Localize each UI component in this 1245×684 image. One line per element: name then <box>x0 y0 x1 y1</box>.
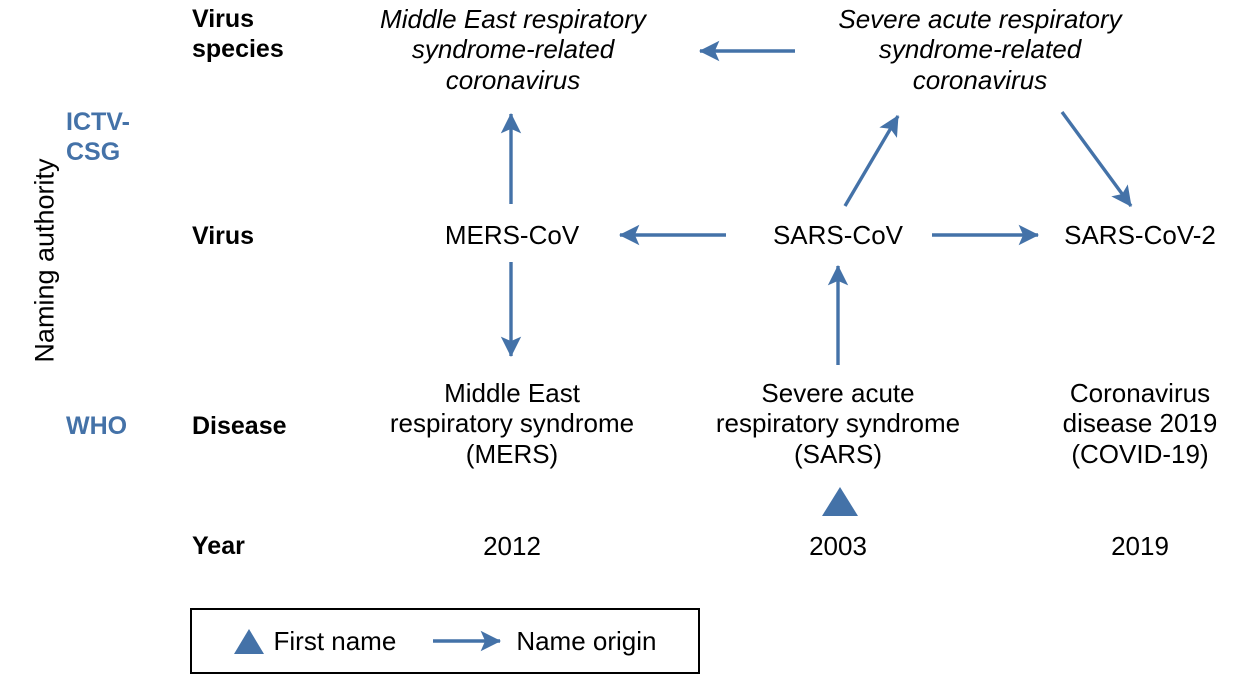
legend-item-name-origin: Name origin <box>430 626 656 657</box>
cell-virus-sars-cov-2: SARS-CoV-2 <box>1064 220 1216 250</box>
cell-virus-mers-cov: MERS-CoV <box>444 220 580 250</box>
cell-year-sars: 2003 <box>809 531 867 561</box>
row-label-disease: Disease <box>192 412 287 440</box>
row-label-virus-species: Virus species <box>192 5 284 63</box>
cell-species-mers: Middle East respiratory syndrome-related… <box>380 4 646 95</box>
authority-label-ictv-csg: ICTV- CSG <box>66 108 130 166</box>
legend: First name Name origin <box>190 608 700 674</box>
row-label-virus: Virus <box>192 222 255 250</box>
cell-disease-mers: Middle East respiratory syndrome (MERS) <box>389 378 635 469</box>
triangle-up-icon <box>233 628 264 654</box>
row-label-year: Year <box>192 532 245 560</box>
cell-year-covid19: 2019 <box>1111 531 1169 561</box>
legend-label-name-origin: Name origin <box>516 625 657 656</box>
cell-species-sars: Severe acute respiratory syndrome-relate… <box>838 4 1122 95</box>
legend-item-first-name: First name <box>233 625 397 657</box>
authority-label-who: WHO <box>66 412 128 440</box>
first-name-triangle-icon <box>822 487 858 516</box>
cell-year-mers: 2012 <box>483 531 541 561</box>
legend-label-first-name: First name <box>273 625 397 656</box>
cell-virus-sars-cov: SARS-CoV <box>772 220 904 250</box>
arrow-right-icon <box>433 630 502 652</box>
y-axis-label: Naming authority <box>29 158 60 363</box>
cell-disease-covid19: Coronavirus disease 2019 (COVID-19) <box>1062 378 1218 469</box>
cell-disease-sars: Severe acute respiratory syndrome (SARS) <box>715 378 961 469</box>
arrow-sars-species-to-sars-cov-2 <box>1060 110 1133 208</box>
arrow-sars-cov-to-sars-species <box>843 115 900 207</box>
